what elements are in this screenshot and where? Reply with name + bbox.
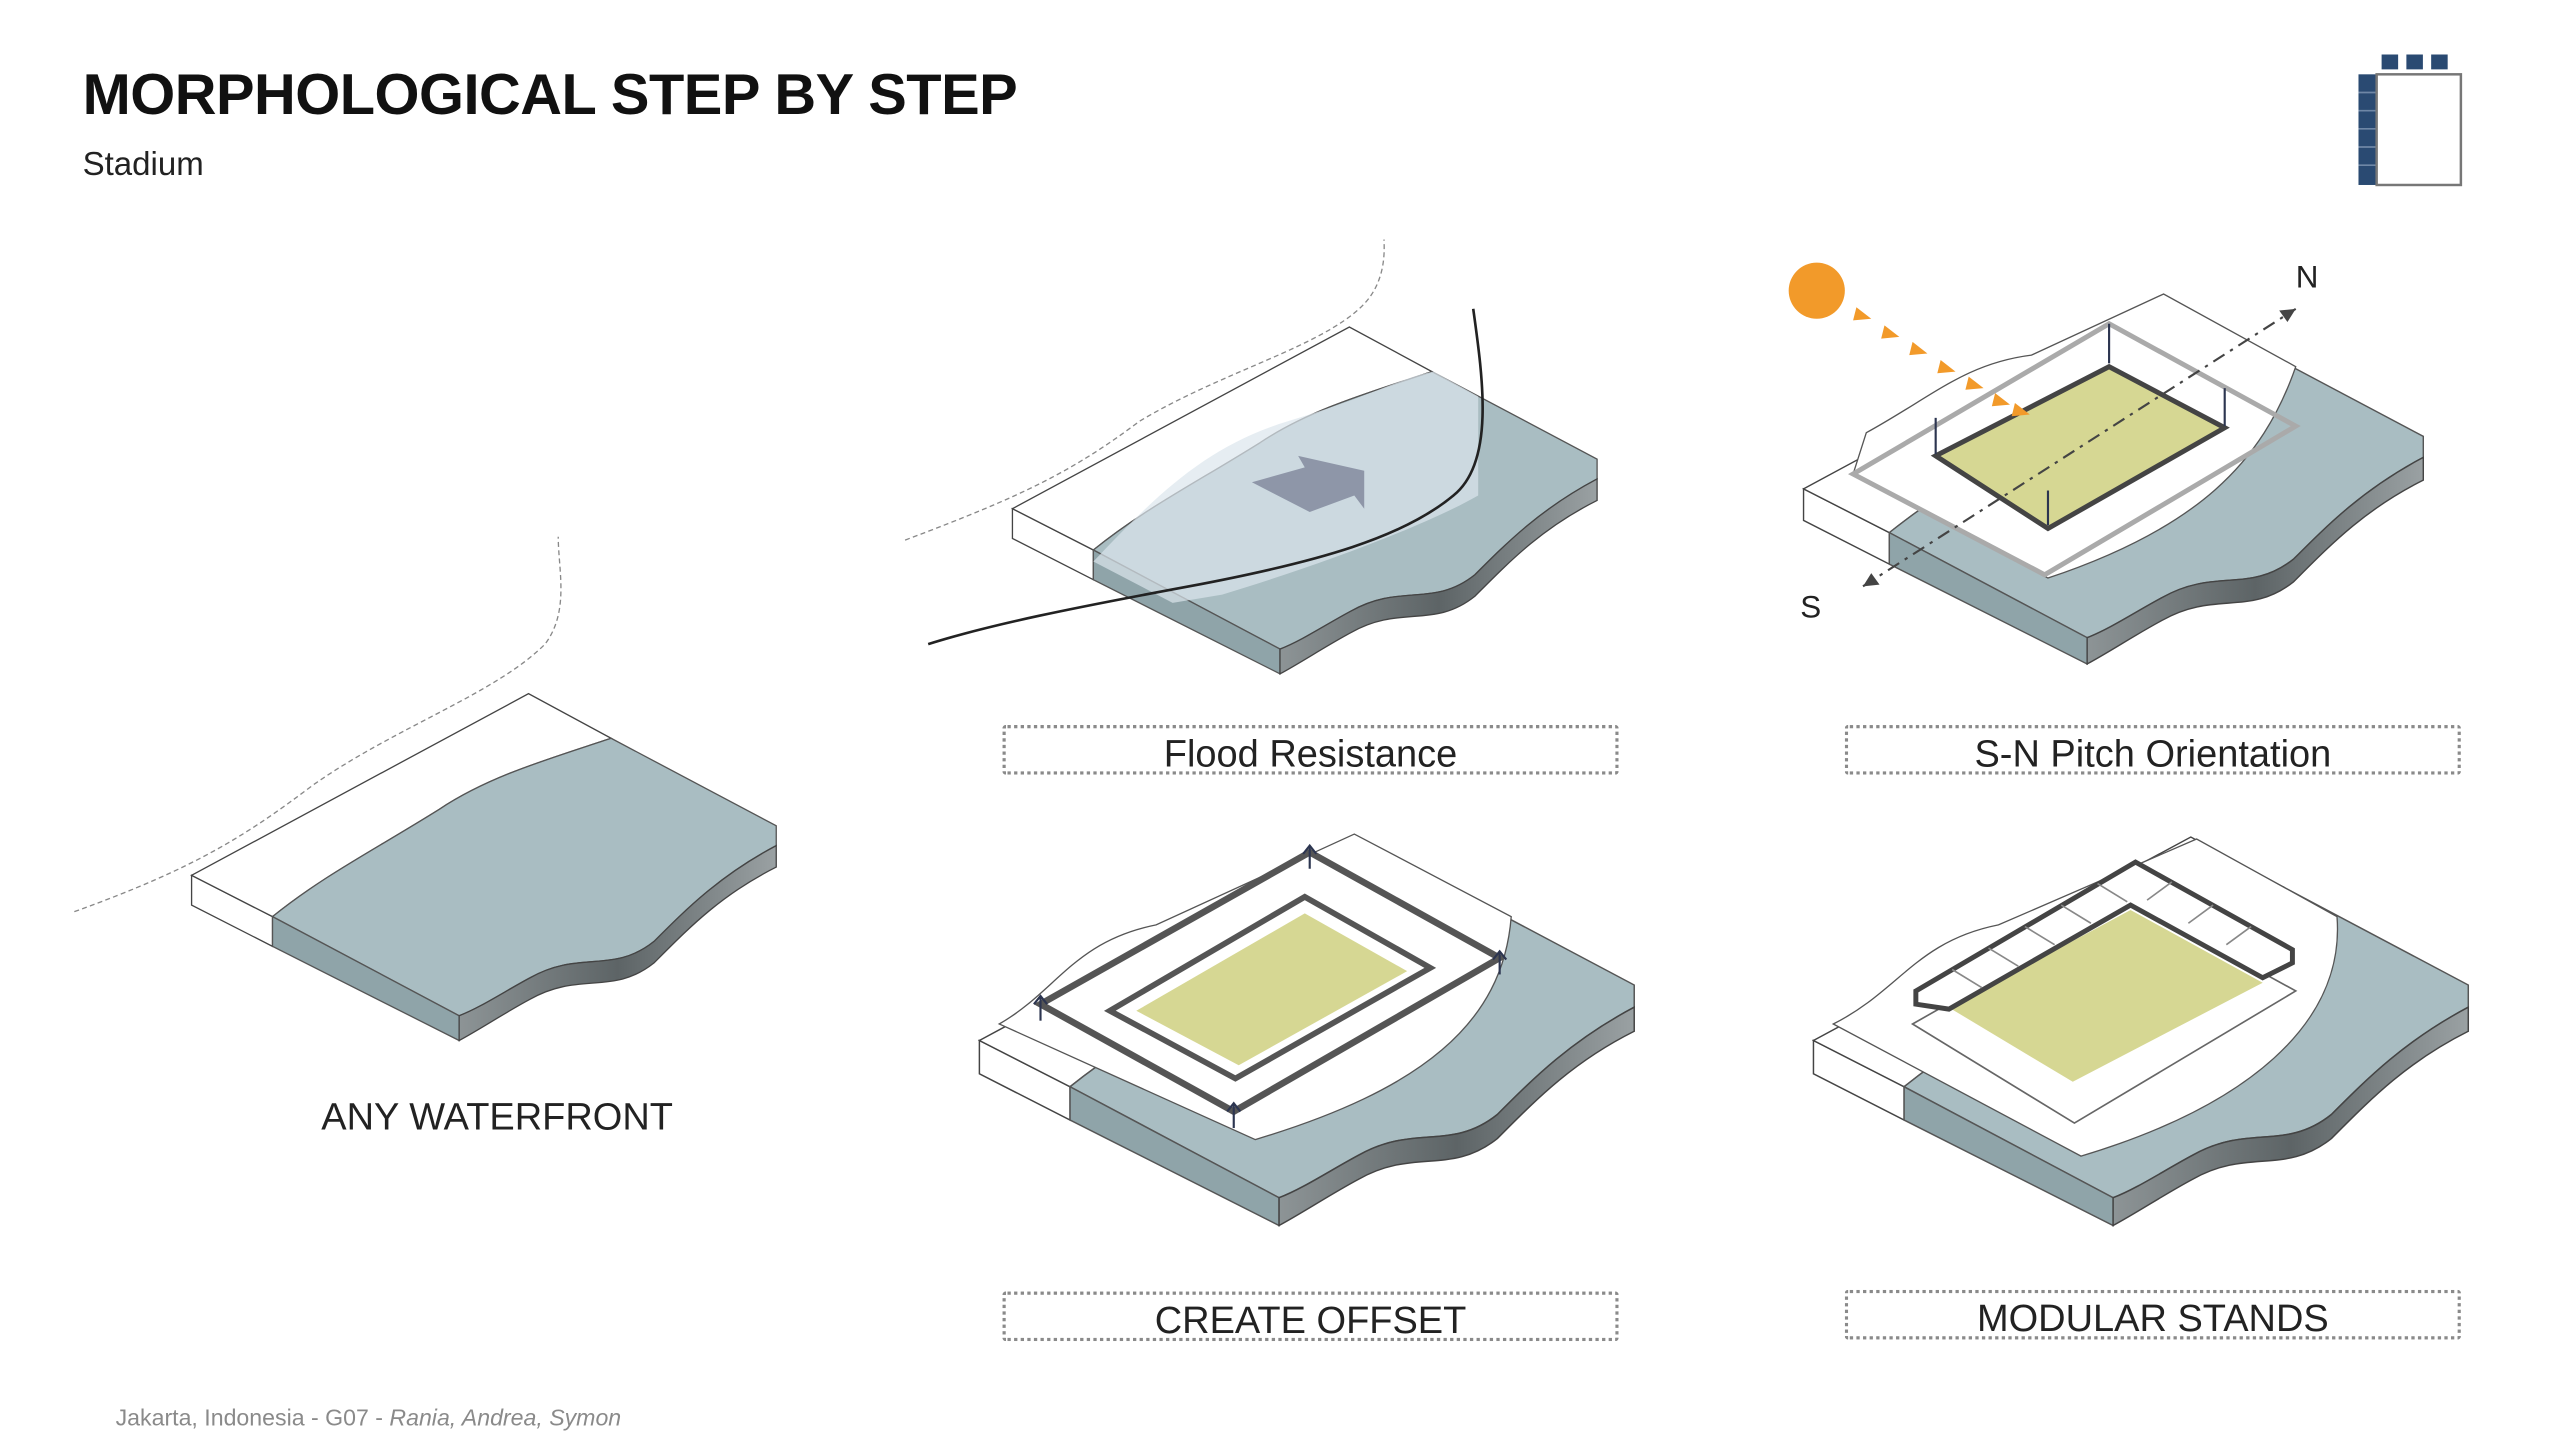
north-south-axis — [1862, 307, 2297, 588]
sun-ray-icon — [1853, 307, 2030, 417]
step-label-flood-resistance: Flood Resistance — [1002, 725, 1619, 775]
diagram-any-waterfront — [74, 536, 777, 1042]
page-subtitle: Stadium — [82, 146, 204, 184]
footer-credits: Jakarta, Indonesia - G07 - Rania, Andrea… — [116, 1404, 622, 1430]
step-label-create-offset: CREATE OFFSET — [1002, 1291, 1619, 1342]
step-label-pitch-orientation: S-N Pitch Orientation — [1844, 725, 2461, 775]
page-title: MORPHOLOGICAL STEP BY STEP — [82, 62, 1018, 128]
compass-north-label: N — [2295, 260, 2319, 296]
footer-location: Jakarta, Indonesia - G07 - — [115, 1403, 390, 1431]
diagram-pitch-orientation — [1788, 262, 2424, 665]
step-label-modular-stands: MODULAR STANDS — [1844, 1289, 2461, 1340]
footer-authors: Rania, Andrea, Symon — [389, 1403, 622, 1431]
diagram-flood-resistance — [904, 239, 1598, 675]
diagram-modular-stands — [1812, 836, 2470, 1227]
sun-icon — [1788, 262, 1845, 319]
diagram-create-offset — [978, 833, 1635, 1227]
step-label-any-waterfront: ANY WATERFRONT — [321, 1095, 674, 1138]
compass-south-label: S — [1800, 591, 1822, 626]
flood-line — [927, 308, 1484, 646]
flood-arrow-icon — [1251, 455, 1365, 512]
logo — [2358, 54, 2463, 187]
stands — [1913, 859, 2295, 1012]
